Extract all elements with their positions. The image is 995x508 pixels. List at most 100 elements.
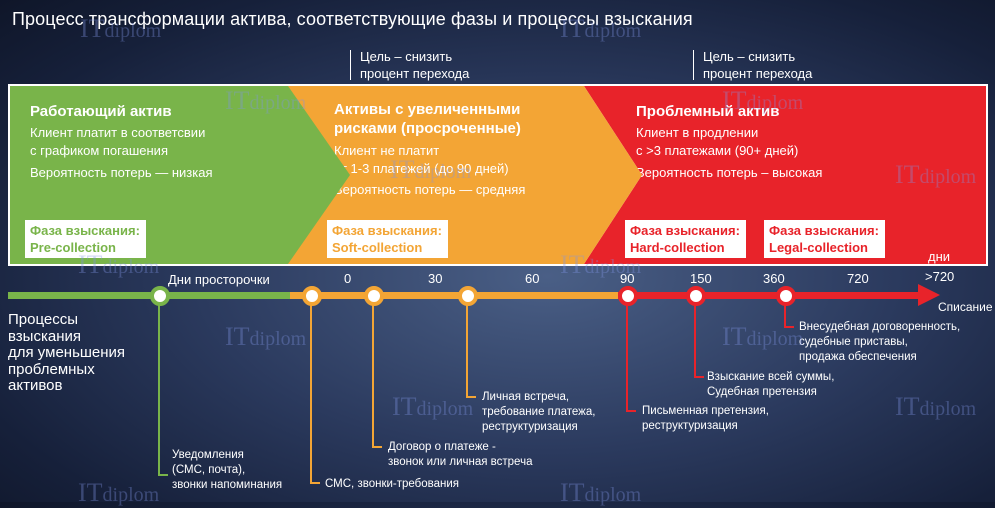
process-note: Личная встреча, требование платежа, рест… (482, 390, 595, 435)
panel-text: Клиент не платит (334, 143, 440, 158)
goal-line2: процент перехода (703, 66, 813, 81)
watermark: ITdiplom (560, 478, 642, 507)
process-note: Взыскание всей суммы, Судебная претензия (707, 370, 834, 400)
timeline-dot (458, 286, 478, 306)
watermark: ITdiplom (722, 322, 804, 351)
phase-legal-collection: Фаза взыскания: Legal-collection (764, 220, 885, 258)
connector-line (466, 298, 468, 398)
goal-line1: Цель – снизить (703, 49, 796, 64)
watermark: ITdiplom (895, 392, 977, 421)
timeline-arrow-icon (918, 284, 940, 306)
panel-text: Вероятность потерь – высокая (636, 165, 823, 180)
note-line: Договор о платеже - (388, 441, 496, 453)
phase-label: Фаза взыскания: (630, 223, 740, 238)
panel-text: Клиент платит в соответсвии (30, 125, 206, 140)
phase-hard-collection: Фаза взыскания: Hard-collection (625, 220, 746, 258)
side-label-line: Процессы (8, 311, 79, 328)
days-unit-label: дни (928, 249, 951, 264)
goal-note-2: Цель – снизить процент перехода (693, 48, 813, 82)
goal-line2: процент перехода (360, 66, 470, 81)
tick-label: 360 (763, 271, 785, 286)
connector-line (694, 298, 696, 378)
connector-tick (372, 446, 382, 448)
process-note: Договор о платеже - звонок или личная вс… (388, 440, 532, 470)
connector-tick (694, 376, 704, 378)
note-line: Письменная претензия, (642, 405, 769, 417)
write-off-label: Списание (938, 300, 993, 314)
side-label-line: проблемных (8, 360, 95, 378)
phase-pre-collection: Фаза взыскания: Pre-collection (25, 220, 146, 258)
watermark: ITdiplom (895, 160, 977, 189)
tick-label: 720 (847, 271, 869, 286)
note-line: реструктуризация (482, 421, 578, 433)
panel-problem-asset: Проблемный актив Клиент в продлении с >3… (584, 86, 986, 264)
timeline-dot (364, 286, 384, 306)
note-line: Личная встреча, (482, 391, 570, 403)
tick-label: >720 (925, 269, 955, 284)
watermark: ITdiplom (80, 14, 162, 43)
days-overdue-label: Дни просторочки (168, 272, 270, 287)
panel-heading: Работающий актив (30, 103, 172, 120)
phase-label: Фаза взыскания: (30, 223, 140, 238)
phase-name: Pre-collection (30, 240, 116, 255)
panel-heading: рисками (просроченные) (334, 120, 521, 137)
note-line: звонки напоминания (172, 479, 283, 491)
connector-line (158, 298, 160, 476)
panel-text: от 1-3 платежей (до 90 дней) (334, 161, 509, 176)
process-note: СМС, звонки-требования (325, 477, 459, 492)
watermark: ITdiplom (560, 14, 642, 43)
watermark: ITdiplom (225, 86, 307, 115)
side-label: Процессы взыскания для уменьшения пробле… (8, 311, 126, 395)
side-label-line: для уменьшения (8, 344, 126, 361)
process-note: Внесудебная договоренность, судебные при… (799, 320, 960, 365)
timeline-dot (686, 286, 706, 306)
panel-text: Вероятность потерь — средняя (334, 182, 526, 197)
note-line: Уведомления (172, 449, 244, 461)
timeline-dot (776, 286, 796, 306)
note-line: звонок или личная встреча (388, 456, 533, 468)
watermark: ITdiplom (225, 322, 307, 351)
timeline-dot (618, 286, 638, 306)
side-label-line: активов (8, 377, 63, 394)
panel-text: Клиент в продлении (636, 125, 759, 140)
timeline-red-segment (618, 292, 920, 299)
connector-line (372, 298, 374, 448)
timeline-green-segment (8, 292, 290, 299)
note-line: Судебная претензия (707, 386, 817, 398)
down-arrow-icon (350, 50, 351, 80)
tick-label: 30 (428, 271, 443, 286)
connector-tick (784, 326, 794, 328)
page-title: Процесс трансформации актива, соответств… (12, 9, 693, 29)
goal-line1: Цель – снизить (360, 49, 453, 64)
connector-line (310, 298, 312, 484)
side-label-line: взыскания (8, 327, 81, 345)
note-line: СМС, звонки-требования (325, 478, 460, 490)
note-line: Внесудебная договоренность, (799, 321, 961, 333)
connector-tick (466, 396, 476, 398)
note-line: продажа обеспечения (799, 351, 917, 363)
phase-name: Soft-collection (332, 240, 423, 255)
panel-text: с графиком погашения (30, 143, 168, 158)
down-arrow-icon (693, 50, 694, 80)
goal-note-1: Цель – снизить процент перехода (350, 48, 470, 82)
watermark: ITdiplom (78, 478, 160, 507)
watermark: ITdiplom (78, 250, 160, 279)
tick-label: 90 (620, 271, 635, 286)
note-line: (СМС, почта), (172, 464, 246, 476)
connector-tick (626, 410, 636, 412)
timeline-dot (302, 286, 322, 306)
timeline-orange-segment (290, 292, 618, 299)
note-line: судебные приставы, (799, 336, 908, 348)
watermark: ITdiplom (390, 155, 472, 184)
note-line: реструктуризация (642, 420, 738, 432)
panel-text: Вероятность потерь — низкая (30, 165, 213, 180)
tick-label: 0 (344, 271, 352, 286)
panel-working-asset: Работающий актив Клиент платит в соответ… (10, 86, 350, 264)
phase-name: Legal-collection (769, 240, 868, 255)
connector-line (784, 298, 786, 328)
watermark: ITdiplom (560, 250, 642, 279)
phase-label: Фаза взыскания: (332, 223, 442, 238)
panel-heading: Проблемный актив (636, 103, 780, 120)
panel-text: с >3 платежами (90+ дней) (636, 143, 799, 158)
note-line: Взыскание всей суммы, (707, 371, 835, 383)
